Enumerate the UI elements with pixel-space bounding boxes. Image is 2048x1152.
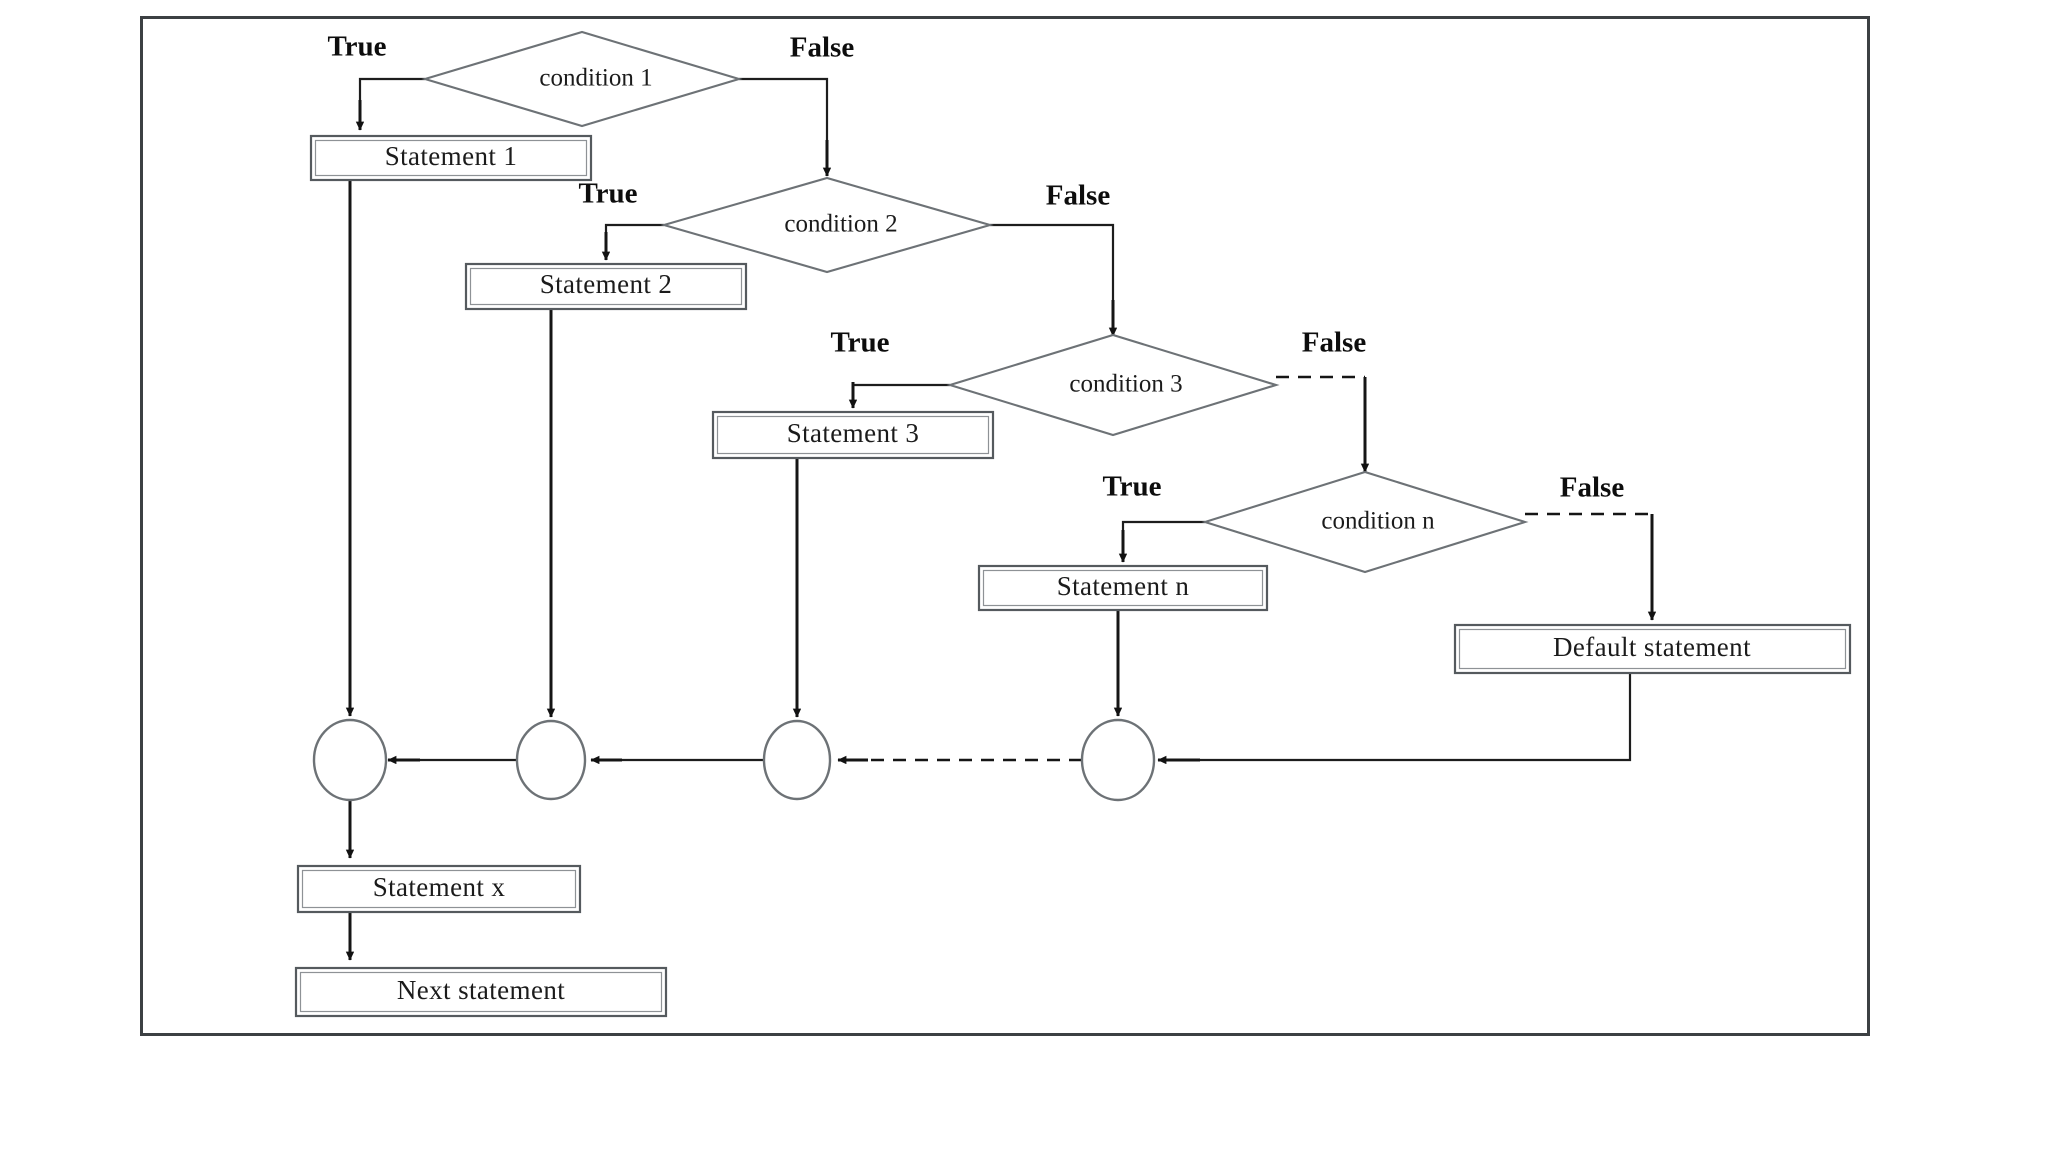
merge-node-1[interactable] [312, 718, 388, 802]
process-statement-2[interactable]: Statement 2 [464, 262, 748, 311]
merge-node-2[interactable] [515, 719, 587, 801]
process-statement-1-label: Statement 1 [385, 141, 518, 171]
branch-label-cond3-true: True [830, 327, 889, 359]
process-statement-n-label: Statement n [1057, 571, 1190, 601]
process-next-statement-label: Next statement [397, 975, 565, 1005]
process-default-statement[interactable]: Default statement [1453, 623, 1852, 675]
process-next-statement[interactable]: Next statement [294, 966, 668, 1018]
decision-condition-2-label: condition 2 [784, 211, 897, 238]
decision-condition-2[interactable]: condition 2 [660, 176, 994, 274]
edge-cond2-true [604, 223, 664, 256]
decision-condition-3-label: condition 3 [1069, 371, 1182, 398]
edge-cond2-false [990, 223, 1115, 328]
decision-condition-n-label: condition n [1321, 508, 1435, 535]
edge-default-merge4 [1162, 673, 1632, 762]
process-statement-x[interactable]: Statement x [296, 864, 582, 914]
branch-label-cond2-true: True [578, 178, 637, 210]
branch-label-condn-false: False [1560, 472, 1625, 504]
branch-label-cond3-false: False [1302, 327, 1367, 359]
process-default-statement-label: Default statement [1553, 632, 1751, 662]
diagram-frame [140, 16, 1870, 1036]
edge-cond1-true [358, 77, 425, 128]
decision-condition-3[interactable]: condition 3 [946, 333, 1280, 437]
merge-node-4[interactable] [1080, 718, 1156, 802]
merge-node-3[interactable] [762, 719, 832, 801]
decision-condition-n[interactable]: condition n [1201, 470, 1529, 574]
branch-label-cond1-false: False [790, 32, 855, 64]
process-statement-x-label: Statement x [373, 872, 506, 902]
branch-label-cond1-true: True [327, 31, 386, 63]
process-statement-3-label: Statement 3 [787, 418, 920, 448]
decision-condition-1-label: condition 1 [539, 65, 652, 92]
process-statement-2-label: Statement 2 [540, 269, 673, 299]
edge-cond1-false [739, 77, 829, 168]
branch-label-cond2-false: False [1046, 180, 1111, 212]
edge-cond3-true [851, 383, 950, 404]
branch-label-condn-true: True [1102, 471, 1161, 503]
process-statement-3[interactable]: Statement 3 [711, 410, 995, 460]
edge-condn-true [1121, 520, 1205, 558]
process-statement-1[interactable]: Statement 1 [309, 134, 593, 182]
decision-condition-1[interactable]: condition 1 [421, 30, 743, 128]
process-statement-n[interactable]: Statement n [977, 564, 1269, 612]
